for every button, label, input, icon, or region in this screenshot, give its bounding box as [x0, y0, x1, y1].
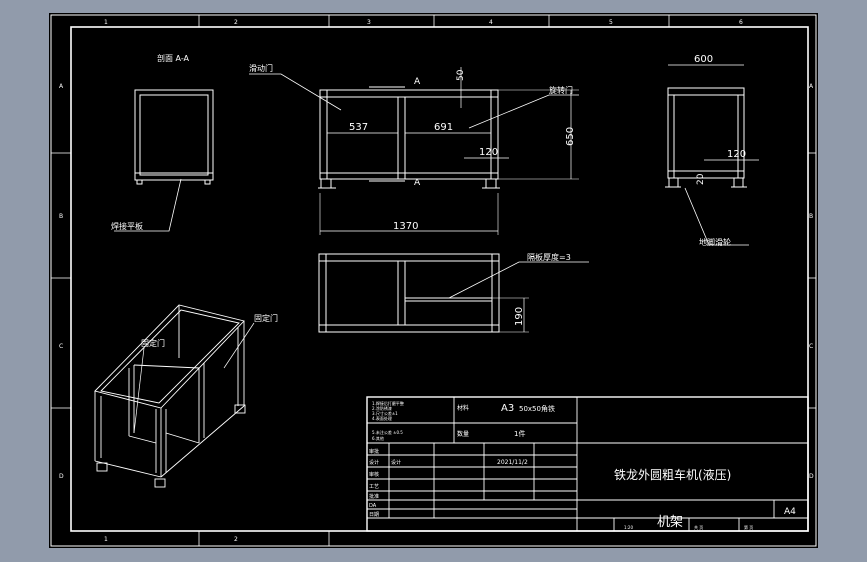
row-label-a: A	[59, 83, 64, 90]
row-label-da: DA	[369, 503, 377, 509]
zone-ticks	[51, 15, 816, 546]
material-label: 材料	[457, 404, 469, 412]
dim-120-side: 120	[727, 149, 746, 160]
col-label-6: 6	[739, 19, 743, 26]
rotating-door-label: 旋转门	[549, 85, 573, 95]
row-label-b: B	[59, 213, 63, 220]
row-label-approve: 批准	[369, 493, 379, 500]
fixed-door-label-right: 固定门	[254, 313, 278, 323]
date-value: 2021/11/2	[497, 459, 528, 466]
cad-drawing: 1 2 3 4 5 6 1 2 A B C D A B C D 剖面 A-A 焊…	[50, 14, 817, 547]
col-label-bottom-2: 2	[234, 536, 238, 543]
row-label-design: 设计	[369, 459, 379, 466]
row-label-right-d: D	[809, 473, 814, 480]
sliding-door-label: 滑动门	[249, 63, 273, 73]
dim-1370: 1370	[393, 221, 418, 232]
col-label-5: 5	[609, 19, 613, 26]
note-4: 4.表面处理	[372, 415, 392, 421]
zone-labels: 1 2 3 4 5 6 1 2 A B C D A B C D	[59, 19, 814, 543]
company-name: 铁龙外圆粗车机(液压)	[614, 467, 731, 482]
section-view: 剖面 A-A 焊接平板	[111, 53, 214, 232]
dim-691: 691	[434, 122, 453, 133]
dim-537: 537	[349, 122, 368, 133]
dim-20: 20	[696, 173, 706, 185]
outer-border	[50, 14, 817, 547]
fixed-door-label: 固定门	[141, 338, 165, 348]
col-label-1: 1	[104, 19, 108, 26]
row-label-right-b: B	[809, 213, 813, 220]
row-label-d: D	[59, 473, 64, 480]
title-block-text: 1.焊接后打磨平整 2.涂防锈漆 3.尺寸公差±1 4.表面处理 5.未注公差 …	[369, 400, 796, 530]
review-label: 审批	[369, 448, 379, 455]
dim-120-front: 120	[479, 147, 498, 158]
note-5: 5.未注公差 ±0.5	[372, 429, 403, 435]
front-view: A A 537 691 50 650 120 1370 滑动门 旋转门	[249, 63, 579, 235]
note-6: 6.其他	[372, 435, 384, 441]
shelf-thickness-label: 隔板厚度=3	[527, 252, 571, 262]
material-value: A3	[501, 403, 514, 414]
sheet-number: 第 页	[744, 524, 753, 530]
welded-plate-label: 焊接平板	[111, 221, 143, 231]
col-label-3: 3	[367, 19, 371, 26]
note-1: 1.焊接后打磨平整	[372, 400, 404, 406]
col-label-2: 2	[234, 19, 238, 26]
row-label-process: 工艺	[369, 484, 379, 490]
dim-650: 650	[565, 127, 576, 146]
col-label-4: 4	[489, 19, 493, 26]
review-person: 设计	[391, 459, 401, 466]
wheel-foot-label: 地脚滑轮	[699, 237, 731, 247]
scale-value: 1:20	[624, 525, 633, 530]
row-label-right-a: A	[809, 83, 814, 90]
drawing-sheet: 1 2 3 4 5 6 1 2 A B C D A B C D 剖面 A-A 焊…	[49, 13, 818, 548]
qty-label: 数量	[457, 430, 469, 438]
top-view: 隔板厚度=3 190	[318, 252, 589, 333]
title-block	[366, 396, 809, 532]
col-label-bottom-1: 1	[104, 536, 108, 543]
row-label-date: 日期	[369, 512, 379, 518]
section-mark-bottom: A	[414, 178, 421, 188]
row-label-right-c: C	[809, 343, 813, 350]
side-view: 600 120 20 地脚滑轮	[665, 54, 759, 247]
section-mark-top: A	[414, 77, 421, 87]
sheet-total: 共 页	[694, 524, 703, 530]
note-3: 3.尺寸公差±1	[372, 410, 398, 416]
dim-600: 600	[694, 54, 713, 65]
dim-50: 50	[456, 69, 466, 81]
sheet-size: A4	[784, 507, 796, 517]
note-2: 2.涂防锈漆	[372, 405, 392, 411]
dim-190: 190	[514, 307, 525, 326]
section-title: 剖面 A-A	[157, 53, 190, 63]
isometric-view	[94, 304, 255, 488]
row-label-check: 审核	[369, 471, 379, 478]
part-name: 机架	[657, 515, 683, 530]
qty-value: 1件	[514, 429, 525, 438]
spec-value: 50x50角铁	[519, 404, 555, 413]
row-label-c: C	[59, 343, 63, 350]
